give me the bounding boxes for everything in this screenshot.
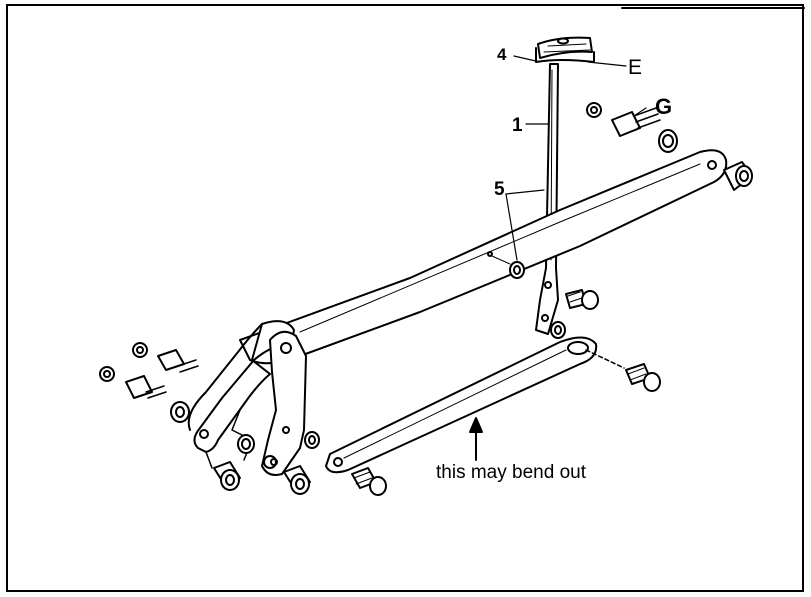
callout-e: E xyxy=(628,56,643,79)
lever-plate xyxy=(205,330,307,476)
bushing-right xyxy=(723,161,753,191)
callout-leaders xyxy=(505,55,647,261)
left-bracket xyxy=(187,320,295,453)
bolt-g xyxy=(586,102,678,153)
bushings-lower-left xyxy=(213,431,320,495)
bolt-lower-link xyxy=(351,467,387,496)
bolt-rod-right xyxy=(565,289,599,310)
left-hardware-upper xyxy=(132,342,199,373)
left-hardware-lower xyxy=(99,366,190,423)
callout-4: 4 xyxy=(497,45,507,64)
pedal-pad xyxy=(535,36,595,63)
callout-1: 1 xyxy=(512,115,523,136)
main-arm xyxy=(239,149,728,365)
bend-arrow xyxy=(469,417,483,461)
lower-link xyxy=(325,336,598,474)
washers-5 xyxy=(491,255,566,339)
bend-note: this may bend out xyxy=(436,462,586,483)
bolt-lower-right xyxy=(585,349,661,392)
pedal-rod xyxy=(535,63,559,335)
callout-5: 5 xyxy=(494,179,505,200)
callout-g: G xyxy=(655,94,673,119)
